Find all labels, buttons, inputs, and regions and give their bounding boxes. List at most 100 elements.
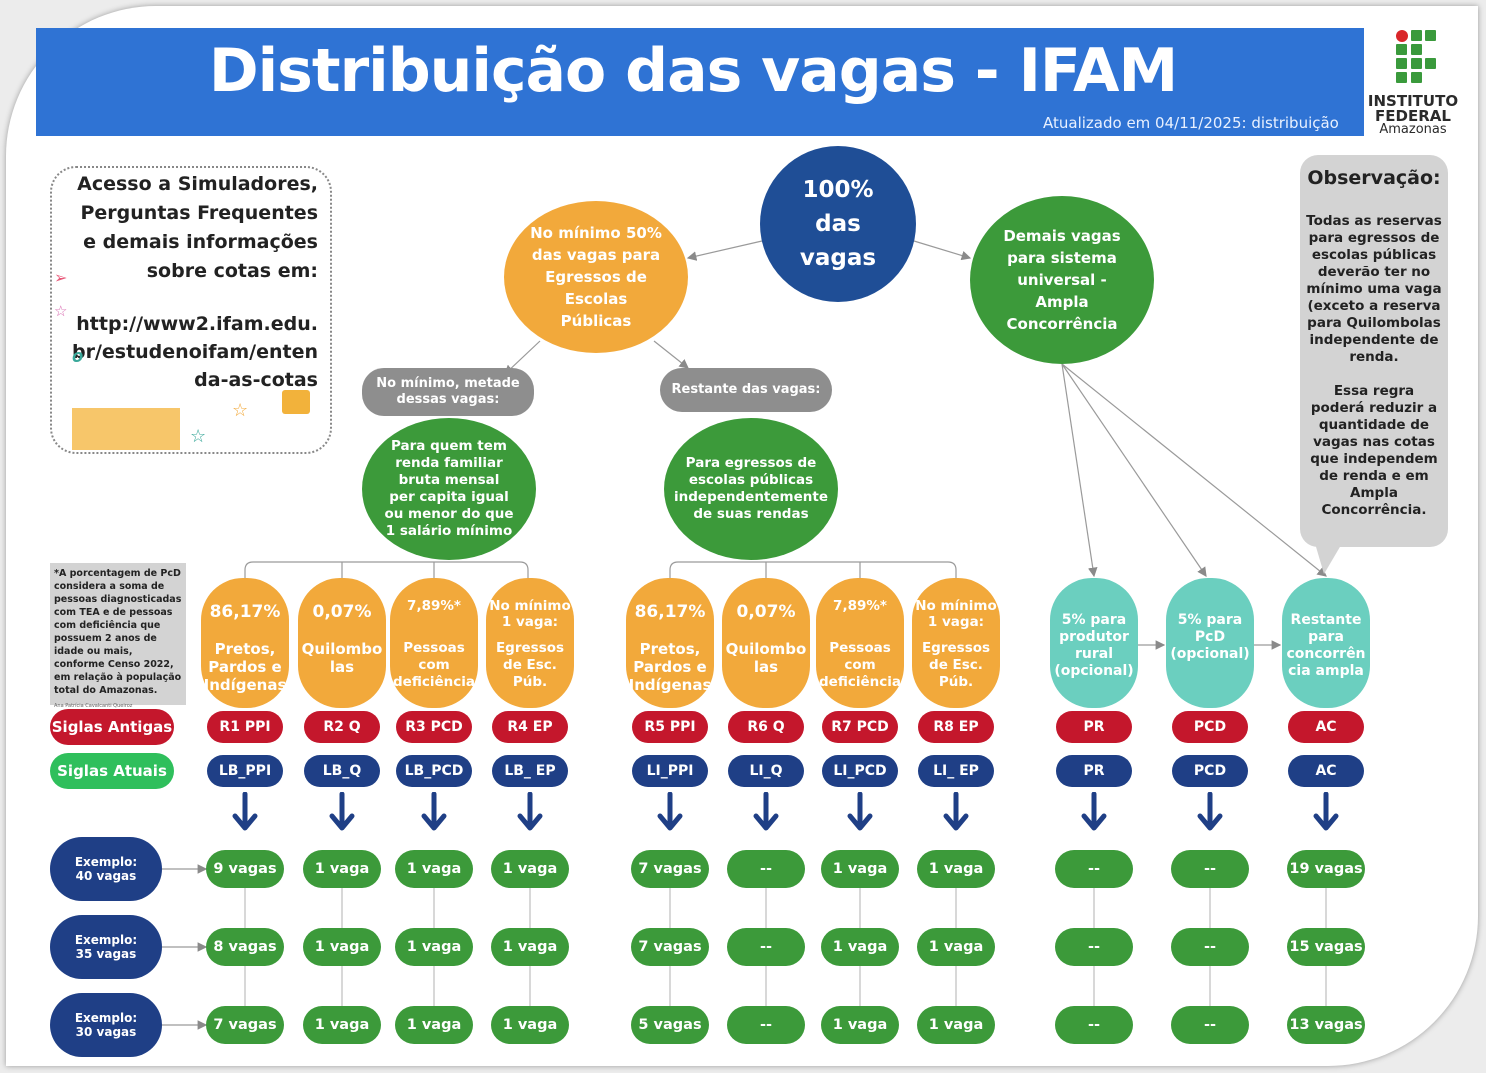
new-acronym-badge: LI_ EP [918, 755, 994, 787]
old-acronym-badge: R6 Q [728, 711, 804, 743]
observation-pointer [1314, 540, 1344, 574]
vacancy-count: -- [1055, 928, 1133, 966]
old-acronym-badge: R2 Q [304, 711, 380, 743]
old-acronym-badge: R4 EP [492, 711, 568, 743]
category-r8-ep: No mínimo 1 vaga:Egressos de Esc. Púb. [912, 578, 1000, 708]
logo-text-3: Amazonas [1379, 122, 1447, 137]
header-banner [36, 28, 1364, 136]
vacancy-count: 1 vaga [821, 850, 899, 888]
vacancy-count: 1 vaga [917, 928, 995, 966]
vacancy-count: 1 vaga [491, 928, 569, 966]
category-percentage: No mínimo 1 vaga: [915, 598, 997, 630]
vacancy-count: -- [1171, 850, 1249, 888]
old-acronyms-label: Siglas Antigas [50, 709, 174, 745]
new-acronym-badge: LI_PPI [632, 755, 708, 787]
category-label: 5% para PcD (opcional) [1170, 612, 1250, 662]
down-arrow-icon [517, 792, 543, 831]
new-acronym-badge: PCD [1172, 755, 1248, 787]
example-total: 30 vagas [75, 1025, 137, 1039]
vacancy-count: 1 vaga [491, 1006, 569, 1044]
category-label: Egressos de Esc. Púb. [495, 640, 565, 690]
category-pr: 5% para produtor rural (opcional) [1050, 578, 1138, 708]
category-percentage: 86,17% [634, 602, 706, 622]
vacancy-count: 1 vaga [821, 928, 899, 966]
old-acronym-badge: AC [1288, 711, 1364, 743]
old-acronym-badge: R8 EP [918, 711, 994, 743]
category-label: Quilombo las [301, 640, 383, 676]
category-label: Restante para concorrên cia ampla [1286, 612, 1366, 679]
down-arrow-icon [943, 792, 969, 831]
updated-date: Atualizado em 04/11/2025: distribuição [1043, 114, 1339, 132]
category-r2-q: 0,07% Quilombo las [298, 578, 386, 708]
example-35: Exemplo:35 vagas [50, 915, 162, 979]
vacancy-count: 19 vagas [1287, 850, 1365, 888]
category-pcd: 5% para PcD (opcional) [1166, 578, 1254, 708]
vacancy-count: 1 vaga [303, 928, 381, 966]
vacancy-count: -- [1171, 928, 1249, 966]
vacancy-count: 7 vagas [631, 928, 709, 966]
cotas-link[interactable]: http://www2.ifam.edu.br/estudenoifam/ent… [71, 313, 318, 391]
rest-label: Restante das vagas: [660, 368, 832, 412]
category-ac: Restante para concorrên cia ampla [1282, 578, 1370, 708]
vacancy-count: -- [1171, 1006, 1249, 1044]
down-arrow-icon [847, 792, 873, 831]
example-30: Exemplo:30 vagas [50, 993, 162, 1057]
low-income-node: Para quem tem renda familiar bruta mensa… [362, 418, 536, 560]
info-line-2: Perguntas Frequentes [80, 202, 319, 224]
category-label: Pessoas com deficiência [393, 640, 475, 690]
category-percentage: 7,89%* [407, 598, 461, 614]
vacancy-count: 1 vaga [395, 928, 473, 966]
star-icon: ☆ [232, 400, 249, 421]
category-r6-q: 0,07%Quilombo las [722, 578, 810, 708]
new-acronym-badge: LI_PCD [822, 755, 898, 787]
old-acronym-badge: PR [1056, 711, 1132, 743]
category-label: Quilombo las [725, 640, 807, 676]
new-acronyms-label: Siglas Atuais [50, 753, 174, 789]
vacancy-count: 15 vagas [1287, 928, 1365, 966]
down-arrow-icon [753, 792, 779, 831]
observation-paragraph-2: Essa regra poderá reduzir a quantidade d… [1310, 383, 1438, 518]
category-percentage: 86,17% [209, 602, 281, 622]
star-icon-2: ☆ [190, 426, 207, 447]
paper-decoration [72, 408, 180, 450]
down-arrow-icon [232, 792, 258, 831]
root-node: 100% das vagas [760, 146, 916, 302]
old-acronym-badge: R3 PCD [396, 711, 472, 743]
new-acronym-badge: LB_Q [304, 755, 380, 787]
down-arrow-icon [329, 792, 355, 831]
page-title: Distribuição das vagas - IFAM [208, 36, 1178, 106]
new-acronym-badge: PR [1056, 755, 1132, 787]
vacancy-count: -- [727, 1006, 805, 1044]
example-40: Exemplo:40 vagas [50, 837, 162, 901]
vacancy-count: -- [727, 850, 805, 888]
example-total: 35 vagas [75, 947, 137, 961]
category-label: Pretos, Pardos e Indígenas [628, 640, 712, 694]
observation-title: Observação: [1307, 167, 1441, 189]
down-arrow-icon [1313, 792, 1339, 831]
vacancy-count: 9 vagas [206, 850, 284, 888]
category-label: Pessoas com deficiência [819, 640, 901, 690]
any-income-node: Para egressos de escolas públicas indepe… [664, 418, 838, 560]
category-r3-pcd: 7,89%* Pessoas com deficiência [390, 578, 478, 708]
new-acronym-badge: LB_PCD [396, 755, 472, 787]
down-arrow-icon [1081, 792, 1107, 831]
vacancy-count: 1 vaga [917, 850, 995, 888]
info-line-3: e demais informações [83, 231, 318, 253]
category-r7-pcd: 7,89%*Pessoas com deficiência [816, 578, 904, 708]
pcd-note-text: *A porcentagem de PcD considera a soma d… [54, 568, 182, 696]
vacancy-count: -- [1055, 1006, 1133, 1044]
info-text: Acesso a Simuladores, Perguntas Frequent… [77, 170, 318, 286]
new-acronym-badge: AC [1288, 755, 1364, 787]
category-percentage: No mínimo 1 vaga: [489, 598, 571, 630]
vacancy-count: 7 vagas [206, 1006, 284, 1044]
vacancy-count: 1 vaga [395, 850, 473, 888]
old-acronym-badge: R7 PCD [822, 711, 898, 743]
category-percentage: 0,07% [312, 602, 372, 622]
category-label: Pretos, Pardos e Indígenas [203, 640, 287, 694]
vacancy-count: 1 vaga [395, 1006, 473, 1044]
vacancy-count: -- [1055, 850, 1133, 888]
example-label: Exemplo: [74, 855, 138, 869]
old-acronym-badge: PCD [1172, 711, 1248, 743]
vacancy-count: 1 vaga [303, 850, 381, 888]
info-line-4: sobre cotas em: [146, 260, 318, 282]
